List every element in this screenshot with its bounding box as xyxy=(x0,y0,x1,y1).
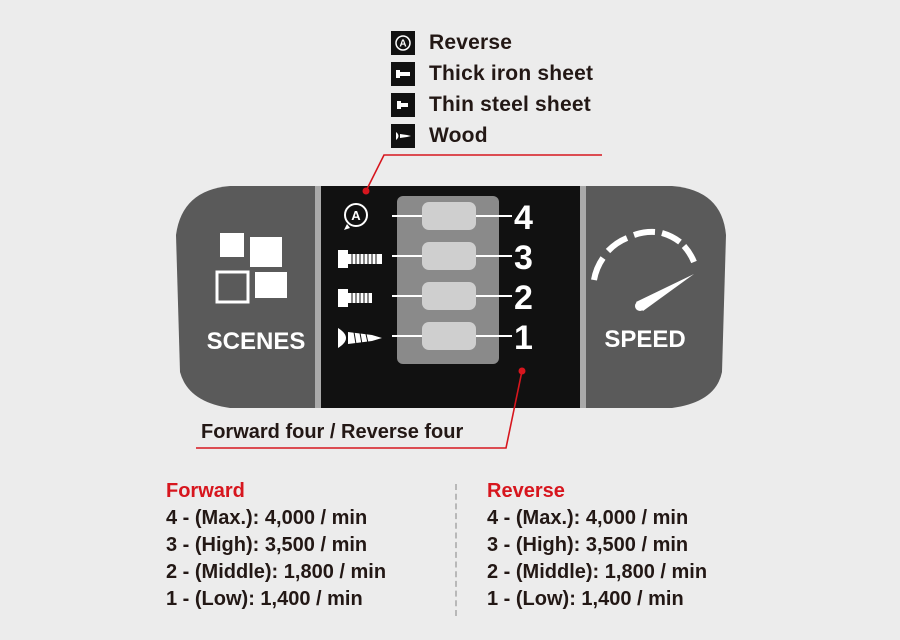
display-short-bolt-icon xyxy=(338,289,372,307)
mode-caption: Forward four / Reverse four xyxy=(201,421,464,443)
level-light-bar xyxy=(422,322,476,350)
reverse-row: 3 - (High): 3,500 / min xyxy=(487,534,689,556)
legend-item-reverse: A Reverse xyxy=(391,27,593,58)
wood-screw-icon xyxy=(391,123,415,148)
forward-speeds: Forward 4 - (Max.): 4,000 / min 3 - (Hig… xyxy=(166,478,386,613)
panel-separator-left xyxy=(315,186,321,408)
reverse-title: Reverse xyxy=(487,480,565,502)
forward-row: 3 - (High): 3,500 / min xyxy=(166,534,368,556)
scenes-label: SCENES xyxy=(207,328,306,355)
forward-title: Forward xyxy=(166,480,245,502)
legend-callout-line xyxy=(365,154,602,192)
legend-item-thin-steel: Thin steel sheet xyxy=(391,89,593,120)
level-number: 2 xyxy=(514,279,533,317)
display-bolt-icon xyxy=(338,250,382,268)
legend-label-thick-iron: Thick iron sheet xyxy=(429,61,594,85)
forward-row: 1 - (Low): 1,400 / min xyxy=(166,588,363,610)
short-bolt-icon xyxy=(391,92,415,117)
speedometer-icon xyxy=(591,228,697,311)
column-divider xyxy=(455,484,457,616)
legend-callout-dot xyxy=(362,187,370,195)
scenes-icon xyxy=(215,233,287,304)
level-number: 4 xyxy=(514,199,533,237)
reverse-row: 4 - (Max.): 4,000 / min xyxy=(487,507,689,529)
bolt-icon xyxy=(391,61,415,86)
mode-callout-dot xyxy=(518,367,526,375)
level-number: 1 xyxy=(514,319,533,357)
legend-item-wood: Wood xyxy=(391,120,593,151)
reverse-speeds: Reverse 4 - (Max.): 4,000 / min 3 - (Hig… xyxy=(487,478,707,613)
legend-label-wood: Wood xyxy=(429,123,488,147)
reverse-row: 2 - (Middle): 1,800 / min xyxy=(487,561,708,583)
svg-text:A: A xyxy=(351,208,361,223)
legend: A Reverse Thick iron sheet Thin steel sh… xyxy=(391,27,593,151)
forward-row: 4 - (Max.): 4,000 / min xyxy=(166,507,368,529)
legend-label-reverse: Reverse xyxy=(429,30,513,54)
level-light-bar xyxy=(422,282,476,310)
reverse-row: 1 - (Low): 1,400 / min xyxy=(487,588,684,610)
auto-reverse-icon: A xyxy=(391,30,415,55)
legend-label-thin-steel: Thin steel sheet xyxy=(429,92,591,116)
mode-callout-line xyxy=(196,370,523,449)
forward-row: 2 - (Middle): 1,800 / min xyxy=(166,561,387,583)
display-auto-reverse-icon: A xyxy=(344,203,368,230)
indicator-column xyxy=(397,196,499,364)
legend-item-thick-iron: Thick iron sheet xyxy=(391,58,593,89)
level-number: 3 xyxy=(514,239,533,277)
svg-text:A: A xyxy=(399,38,406,49)
speed-label: SPEED xyxy=(604,326,685,353)
level-light-bar xyxy=(422,202,476,230)
display-wood-screw-icon xyxy=(338,328,382,348)
level-light-bar xyxy=(422,242,476,270)
panel-separator-right xyxy=(580,186,586,408)
